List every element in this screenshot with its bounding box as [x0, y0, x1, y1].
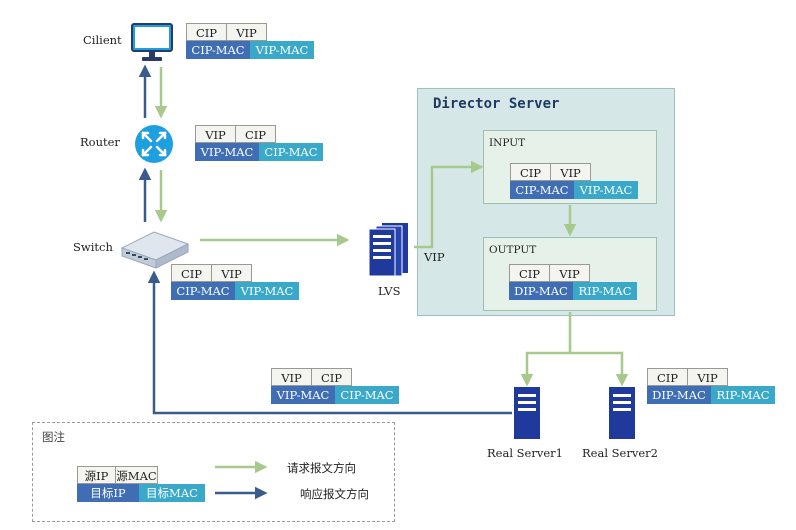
packet-src-mac: CIP-MAC: [171, 282, 235, 300]
packet-dst-mac: VIP-MAC: [235, 282, 299, 300]
real-server2-icon: [609, 387, 635, 439]
router-label: Router: [80, 135, 120, 149]
legend-dst-ip: 目标IP: [77, 484, 139, 502]
legend-request-label: 请求报文方向: [287, 461, 356, 475]
output-chain-label: OUTPUT: [489, 244, 537, 256]
switch-icon: [120, 231, 190, 269]
packet-response: VIP CIP VIP-MAC CIP-MAC: [271, 368, 399, 404]
real-server1-icon: [514, 387, 540, 439]
packet-client: CIP VIP CIP-MAC VIP-MAC: [186, 23, 314, 59]
packet-src-mac: VIP-MAC: [271, 386, 335, 404]
packet-dst-ip: VIP: [550, 264, 590, 282]
packet-src-ip: CIP: [171, 264, 212, 282]
packet-src-mac: CIP-MAC: [510, 181, 574, 199]
packet-dst-mac: VIP-MAC: [250, 41, 314, 59]
real-server2-label: Real Server2: [582, 446, 658, 460]
packet-src-ip: CIP: [509, 264, 550, 282]
lvs-label: LVS: [378, 284, 401, 298]
packet-dst-ip: VIP: [688, 368, 728, 386]
request-arrow-output-rs2: [570, 351, 629, 387]
packet-src-ip: VIP: [195, 125, 236, 143]
legend-packet: 源IP 源MAC 目标IP 目标MAC: [77, 466, 205, 502]
client-label: Cilient: [83, 33, 122, 47]
packet-dst-mac: RIP-MAC: [711, 386, 775, 404]
packet-router: VIP CIP VIP-MAC CIP-MAC: [195, 125, 323, 161]
input-chain-label: INPUT: [489, 137, 526, 149]
packet-src-mac: VIP-MAC: [195, 143, 259, 161]
request-arrow-output-rs: [520, 312, 572, 387]
legend-dst-mac: 目标MAC: [139, 484, 205, 502]
director-server-title: Director Server: [433, 96, 560, 112]
packet-src-ip: CIP: [186, 23, 227, 41]
router-icon: [135, 125, 173, 163]
packet-src-mac: DIP-MAC: [509, 282, 573, 300]
legend-response-label: 响应报文方向: [300, 487, 369, 501]
request-arrow-lvs-input: [414, 160, 484, 249]
legend-src-mac: 源MAC: [116, 466, 158, 484]
packet-output: CIP VIP DIP-MAC RIP-MAC: [509, 264, 637, 300]
switch-label: Switch: [73, 240, 113, 254]
legend-title: 图注: [42, 430, 65, 444]
monitor-icon: [131, 23, 173, 61]
packet-dst-mac: VIP-MAC: [574, 181, 638, 199]
packet-src-mac: DIP-MAC: [647, 386, 711, 404]
packet-realserver: CIP VIP DIP-MAC RIP-MAC: [647, 368, 775, 404]
packet-dst-mac: CIP-MAC: [259, 143, 323, 161]
packet-dst-mac: CIP-MAC: [335, 386, 399, 404]
packet-src-ip: CIP: [510, 163, 551, 181]
packet-dst-ip: VIP: [212, 264, 252, 282]
packet-dst-mac: RIP-MAC: [573, 282, 637, 300]
legend-src-ip: 源IP: [77, 466, 116, 484]
packet-dst-ip: CIP: [312, 368, 352, 386]
real-server1-label: Real Server1: [487, 446, 563, 460]
packet-src-ip: VIP: [271, 368, 312, 386]
packet-dst-ip: CIP: [236, 125, 276, 143]
response-arrow-rs-switch: [147, 270, 512, 415]
packet-switch: CIP VIP CIP-MAC VIP-MAC: [171, 264, 299, 300]
packet-src-ip: CIP: [647, 368, 688, 386]
packet-dst-ip: VIP: [551, 163, 591, 181]
packet-input: CIP VIP CIP-MAC VIP-MAC: [510, 163, 638, 199]
vip-label: VIP: [424, 250, 445, 264]
packet-src-mac: CIP-MAC: [186, 41, 250, 59]
lvs-server-icon: [368, 223, 408, 277]
packet-dst-ip: VIP: [227, 23, 267, 41]
legend-box: [32, 422, 395, 522]
